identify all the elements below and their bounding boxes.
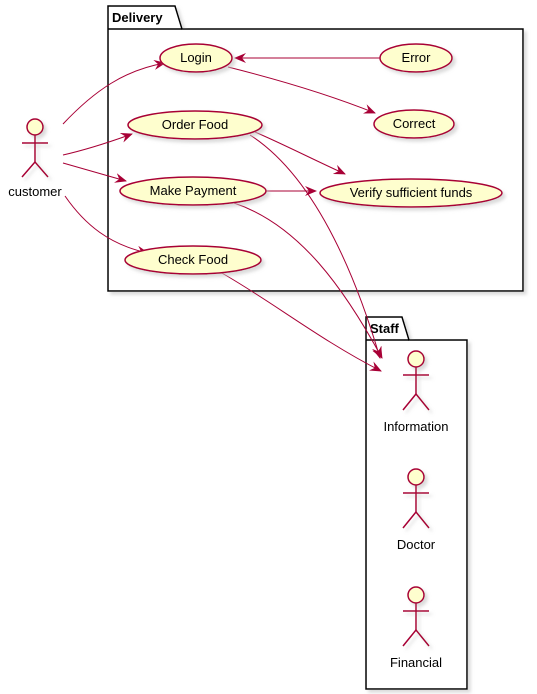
usecase-make-payment: Make Payment — [119, 176, 267, 206]
edge-orderfood-information — [249, 134, 382, 359]
edge-orderfood-verify — [254, 131, 346, 175]
usecase-error: Error — [379, 43, 453, 73]
edges — [62, 53, 384, 372]
usecase-order-food: Order Food — [127, 110, 263, 140]
usecase-error-label: Error — [402, 50, 432, 65]
edge-customer-checkfood — [64, 195, 149, 256]
usecase-check-food-label: Check Food — [158, 252, 228, 267]
edge-customer-makepayment — [62, 162, 127, 183]
actor-doctor-label: Doctor — [397, 537, 436, 552]
usecase-login: Login — [159, 43, 233, 73]
usecase-make-payment-label: Make Payment — [150, 183, 237, 198]
actor-information: Information — [383, 350, 449, 434]
package-staff-title: Staff — [370, 321, 400, 336]
actor-customer-label: customer — [8, 184, 62, 199]
usecase-order-food-label: Order Food — [162, 117, 228, 132]
usecase-correct-label: Correct — [393, 116, 436, 131]
actor-customer: customer — [8, 118, 62, 199]
actor-financial-label: Financial — [390, 655, 442, 670]
usecase-verify-label: Verify sufficient funds — [350, 185, 473, 200]
actor-information-label: Information — [383, 419, 448, 434]
actor-doctor: Doctor — [397, 468, 436, 552]
edge-login-correct — [227, 66, 376, 114]
usecase-login-label: Login — [180, 50, 212, 65]
actor-financial: Financial — [390, 586, 442, 670]
package-delivery — [107, 5, 524, 292]
usecase-verify-sufficient-funds: Verify sufficient funds — [319, 178, 503, 208]
edge-checkfood-information — [219, 271, 382, 372]
usecase-check-food: Check Food — [124, 245, 262, 275]
usecase-correct: Correct — [373, 109, 455, 139]
package-delivery-title: Delivery — [112, 10, 163, 25]
edge-customer-orderfood — [62, 133, 133, 156]
edge-customer-login — [62, 59, 166, 125]
edge-makepayment-information — [233, 202, 383, 359]
